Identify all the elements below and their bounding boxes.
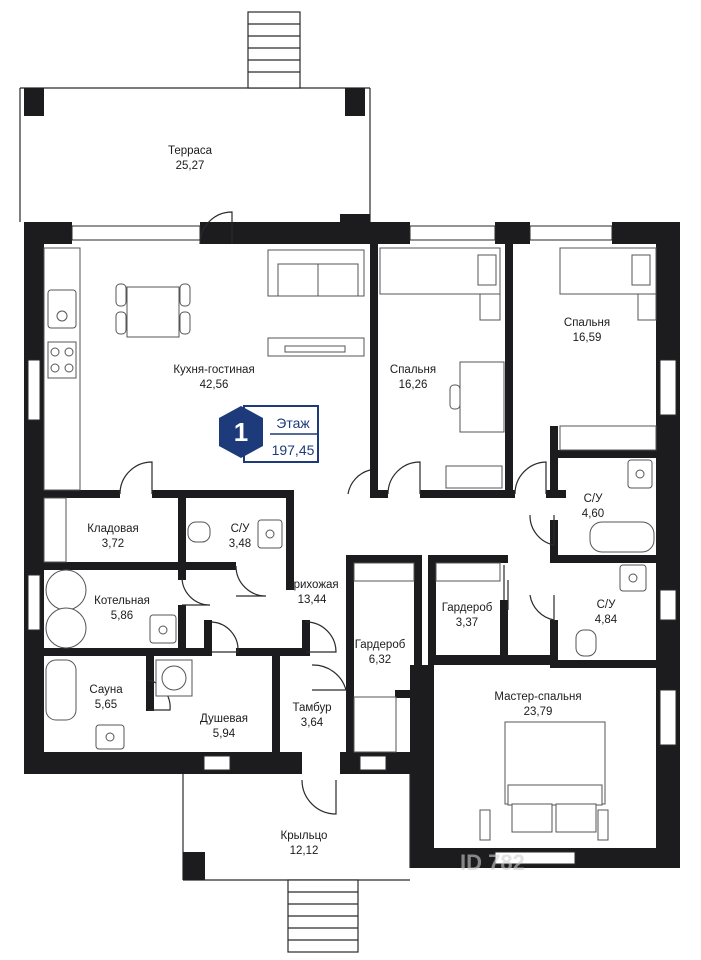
room-porch: Крыльцо 12,12	[281, 830, 328, 857]
room-bedroom-2-area: 16,59	[573, 332, 602, 344]
room-terrace-area: 25,27	[176, 160, 205, 172]
room-hallway-area: 13,44	[298, 594, 327, 606]
room-sauna: Сауна 5,65	[89, 684, 123, 711]
room-bedroom-1-name: Спальня	[390, 364, 436, 376]
room-pantry: Кладовая 3,72	[87, 523, 139, 550]
room-bathroom-1: С/У 4,60	[582, 493, 604, 520]
room-wardrobe-large-name: Гардероб	[355, 639, 406, 651]
pantry-shelf	[43, 497, 67, 563]
bedroom2-furniture	[559, 247, 657, 451]
room-bathroom-1-name: С/У	[584, 493, 604, 505]
boiler-fixtures	[45, 569, 177, 649]
room-sauna-area: 5,65	[95, 699, 117, 711]
room-bathroom-2-area: 4,84	[595, 614, 618, 626]
room-kitchen-living-area: 42,56	[200, 379, 229, 391]
sauna-fixtures	[45, 659, 125, 750]
room-bathroom-1-area: 4,60	[582, 508, 604, 520]
room-bathroom-2: С/У 4,84	[595, 599, 618, 626]
floor-label: Этаж	[276, 415, 310, 431]
room-bedroom-2: Спальня 16,59	[564, 317, 610, 344]
room-sauna-name: Сауна	[89, 684, 123, 696]
dining-table	[115, 283, 191, 338]
room-shower-name: Душевая	[200, 713, 248, 725]
room-bedroom-1-area: 16,26	[399, 379, 428, 391]
room-master-bedroom-name: Мастер-спальня	[494, 691, 581, 703]
room-terrace-name: Терраса	[168, 145, 213, 157]
room-wc-small-area: 3,48	[229, 538, 251, 550]
room-vestibule-area: 3,64	[301, 717, 324, 729]
master-bed	[479, 721, 609, 841]
room-kitchen-living: Кухня-гостиная 42,56	[173, 364, 254, 391]
wc-small-fixtures	[187, 519, 283, 549]
bedroom1-furniture	[379, 247, 505, 489]
room-boiler-name: Котельная	[94, 595, 150, 607]
room-wardrobe-large-area: 6,32	[369, 654, 391, 666]
room-kitchen-living-name: Кухня-гостиная	[173, 364, 254, 376]
bathroom1-fixtures	[589, 459, 655, 553]
wardrobe-fixtures	[353, 562, 501, 753]
room-boiler-area: 5,86	[111, 610, 133, 622]
floor-total-area: 197,45	[272, 442, 315, 458]
room-wardrobe-large: Гардероб 6,32	[355, 639, 406, 666]
shower-fixtures	[155, 659, 193, 697]
windows	[27, 225, 677, 865]
room-bathroom-2-name: С/У	[597, 599, 617, 611]
room-pantry-name: Кладовая	[87, 523, 139, 535]
floor-badge: 1 Этаж 197,45	[219, 405, 319, 463]
room-wardrobe-small-name: Гардероб	[442, 602, 493, 614]
room-shower-area: 5,94	[213, 728, 236, 740]
room-shower: Душевая 5,94	[200, 713, 248, 740]
floor-badge-hexagon	[219, 406, 263, 458]
room-wc-small: С/У 3,48	[229, 523, 251, 550]
room-bedroom-2-name: Спальня	[564, 317, 610, 329]
room-terrace: Терраса 25,27	[168, 145, 213, 172]
sofa	[267, 249, 365, 357]
room-hallway: Прихожая 13,44	[285, 579, 338, 606]
room-pantry-area: 3,72	[102, 538, 124, 550]
porch-structure	[182, 774, 411, 953]
bathroom2-fixtures	[575, 564, 647, 657]
interior-walls	[44, 244, 660, 756]
room-wc-small-name: С/У	[231, 523, 251, 535]
terrace-structure	[19, 11, 371, 226]
room-bedroom-1: Спальня 16,26	[390, 364, 436, 391]
room-porch-name: Крыльцо	[281, 830, 328, 842]
room-hallway-name: Прихожая	[285, 579, 338, 591]
room-wardrobe-small-area: 3,37	[456, 617, 478, 629]
floor-number: 1	[234, 417, 248, 447]
watermark: ID 782	[460, 850, 525, 875]
room-vestibule-name: Тамбур	[292, 702, 331, 714]
room-master-bedroom-area: 23,79	[524, 706, 553, 718]
room-boiler: Котельная 5,86	[94, 595, 150, 622]
room-vestibule: Тамбур 3,64	[292, 702, 331, 729]
room-porch-area: 12,12	[290, 845, 319, 857]
room-master-bedroom: Мастер-спальня 23,79	[494, 691, 581, 718]
kitchen-counter	[43, 247, 81, 491]
room-wardrobe-small: Гардероб 3,37	[442, 602, 493, 629]
